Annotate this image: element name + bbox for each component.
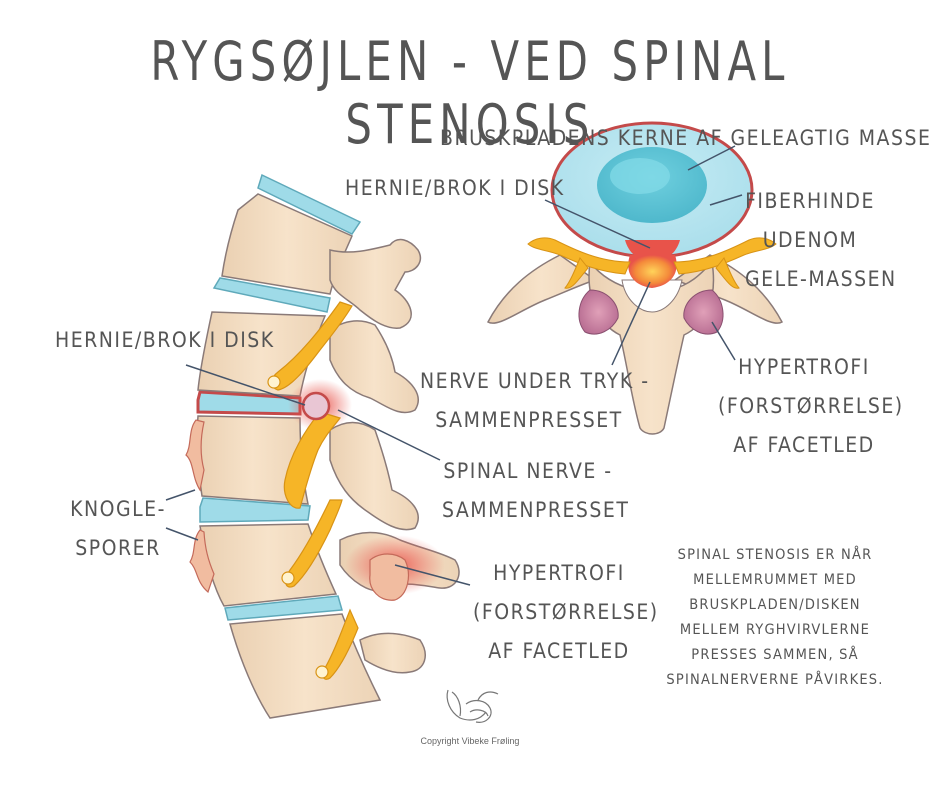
page-title: RYGSØJLEN - VED SPINAL STENOSIS <box>150 30 790 156</box>
disc-2 <box>212 277 331 313</box>
spinal-nerve-1 <box>271 301 353 391</box>
label-annulus: FIBERHINDE UDENOM GELE-MASSEN <box>745 189 897 291</box>
label-bone-spurs: KNOGLE- SPORER <box>70 497 166 560</box>
vertebral-body-1 <box>221 193 353 295</box>
leader-lines <box>165 145 743 586</box>
spinous-process-3 <box>329 421 419 531</box>
disc-herniation-side <box>301 391 331 421</box>
facet-hypertrophy-left <box>578 289 619 335</box>
top-view-vertebra <box>487 121 783 435</box>
label-nerve-pressure: NERVE UNDER TRYK - SAMMENPRESSET <box>420 369 650 432</box>
disc-5 <box>224 595 343 621</box>
bone-spur-2 <box>189 529 215 594</box>
label-nucleus: BRUSKPLADENS KERNE AF GELEAGTIG MASSE <box>440 126 932 150</box>
compressed-nerve-top <box>628 255 677 288</box>
label-spinal-nerve: SPINAL NERVE - SAMMENPRESSET <box>442 459 630 522</box>
spinous-process-1 <box>329 238 422 329</box>
info-note: SPINAL STENOSIS ER NÅR MELLEMRUMMET MED … <box>666 547 884 688</box>
label-hypertrophy-bottom: HYPERTROFI (FORSTØRRELSE) AF FACETLED <box>473 561 659 663</box>
transverse-process-left <box>487 254 597 324</box>
bone-spur-1 <box>185 419 205 492</box>
disc-1 <box>257 173 362 235</box>
copyright-logo <box>446 689 499 723</box>
disc-4 <box>199 497 311 523</box>
facet-hypertrophy-side <box>369 553 409 601</box>
label-hernia-left: HERNIE/BROK I DISK <box>55 328 275 352</box>
copyright-text: Copyright Vibeke Frøling <box>420 736 520 746</box>
spinous-process-2 <box>329 320 419 414</box>
label-hernia-top: HERNIE/BROK I DISK <box>345 176 565 200</box>
spinous-process-5 <box>359 632 426 674</box>
label-hypertrophy-top: HYPERTROFI (FORSTØRRELSE) AF FACETLED <box>718 355 904 457</box>
spinal-nerve-3 <box>285 499 343 588</box>
spinal-canal <box>621 279 683 313</box>
spinal-nerve-compressed <box>283 411 341 509</box>
side-view-spine <box>185 173 460 719</box>
